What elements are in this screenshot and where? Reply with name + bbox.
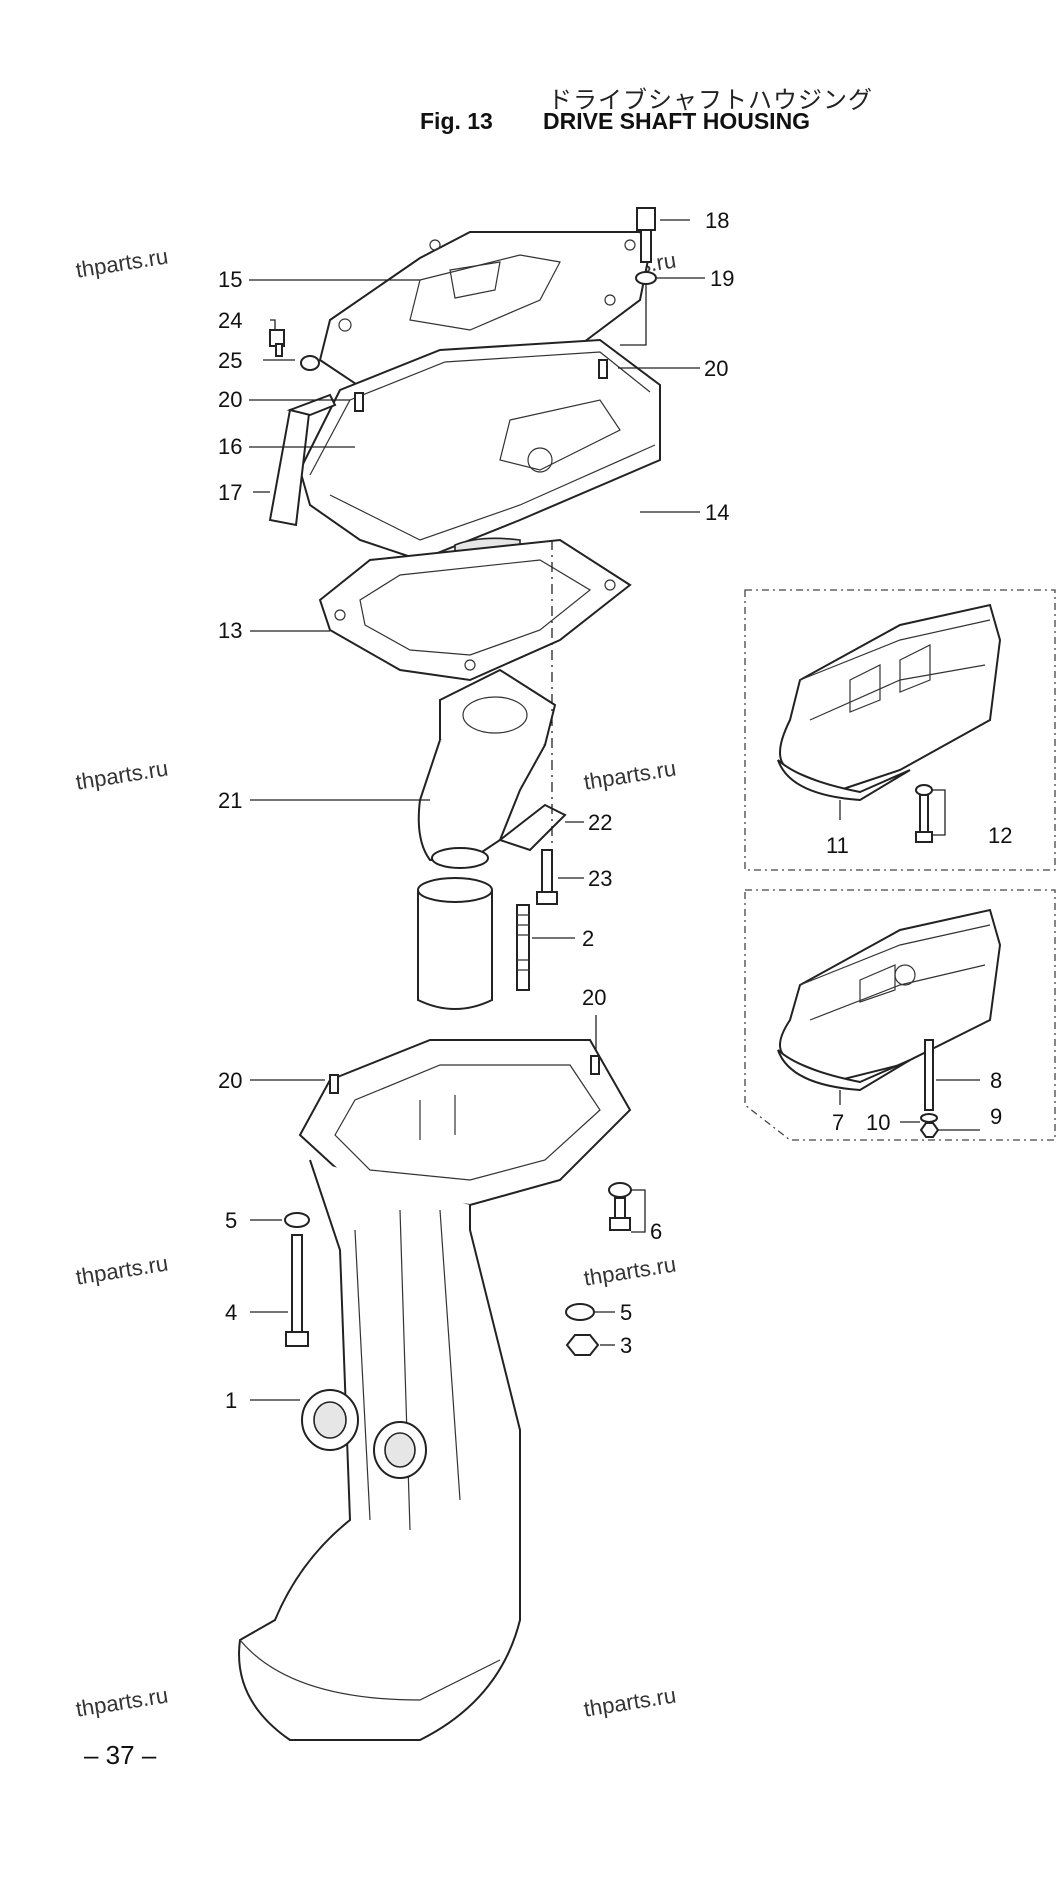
washer-19 [635, 271, 657, 285]
nut-3 [565, 1334, 600, 1356]
callout-14: 14 [705, 500, 729, 525]
washer-5 [284, 1212, 310, 1228]
callout-17: 17 [218, 480, 242, 505]
leader-lines [249, 219, 705, 1401]
callout-4: 4 [225, 1300, 237, 1325]
inset-alt-housing-11 [744, 589, 1056, 871]
callout-13: 13 [218, 618, 242, 643]
inset-alt-housing-7 [744, 889, 1056, 1141]
callout-1: 1 [225, 1388, 237, 1413]
drive-shaft-housing-1 [238, 1039, 632, 1741]
callout-5: 5 [225, 1208, 237, 1233]
callout-20: 20 [218, 387, 242, 412]
bolt-18 [636, 207, 656, 263]
callout-7: 7 [832, 1110, 844, 1135]
bracket-22 [497, 803, 567, 852]
callout-20: 20 [582, 985, 606, 1010]
callout-2: 2 [582, 926, 594, 951]
callout-24: 24 [218, 308, 242, 333]
callout-16: 16 [218, 434, 242, 459]
exhaust-pipe-21 [417, 668, 557, 869]
callout-10: 10 [866, 1110, 890, 1135]
gasket-13 [318, 538, 632, 682]
callout-22: 22 [588, 810, 612, 835]
exhaust-sleeve [417, 877, 493, 1010]
figure-number: Fig. 13 [420, 108, 493, 134]
callout-19: 19 [710, 266, 734, 291]
washer-5 [565, 1303, 595, 1321]
callout-18: 18 [705, 208, 729, 233]
washer-bolt-6 [608, 1182, 632, 1231]
callout-25: 25 [218, 348, 242, 373]
callout-8: 8 [990, 1068, 1002, 1093]
callout-23: 23 [588, 866, 612, 891]
screw-24 [269, 329, 285, 357]
figure-title: DRIVE SHAFT HOUSING [543, 108, 811, 134]
callout-3: 3 [620, 1333, 632, 1358]
callout-11: 11 [826, 833, 849, 858]
bolt-23 [536, 849, 558, 905]
callout-12: 12 [988, 823, 1012, 848]
callout-20: 20 [218, 1068, 242, 1093]
callout-20: 20 [704, 356, 728, 381]
dowel-pins-20 [329, 359, 608, 1094]
callout-labels: 18 19 15 24 25 20 20 16 17 14 13 21 22 2… [218, 208, 1012, 1413]
callout-15: 15 [218, 267, 242, 292]
washer-25 [300, 355, 320, 371]
stud-2 [516, 904, 530, 991]
callout-5: 5 [620, 1300, 632, 1325]
callout-9: 9 [990, 1104, 1002, 1129]
japanese-title: ドライブシャフトハウジング [548, 86, 873, 114]
callout-6: 6 [650, 1219, 662, 1244]
page-number: – 37 – [84, 1740, 157, 1770]
bolt-4 [285, 1234, 309, 1347]
callout-21: 21 [218, 788, 242, 813]
